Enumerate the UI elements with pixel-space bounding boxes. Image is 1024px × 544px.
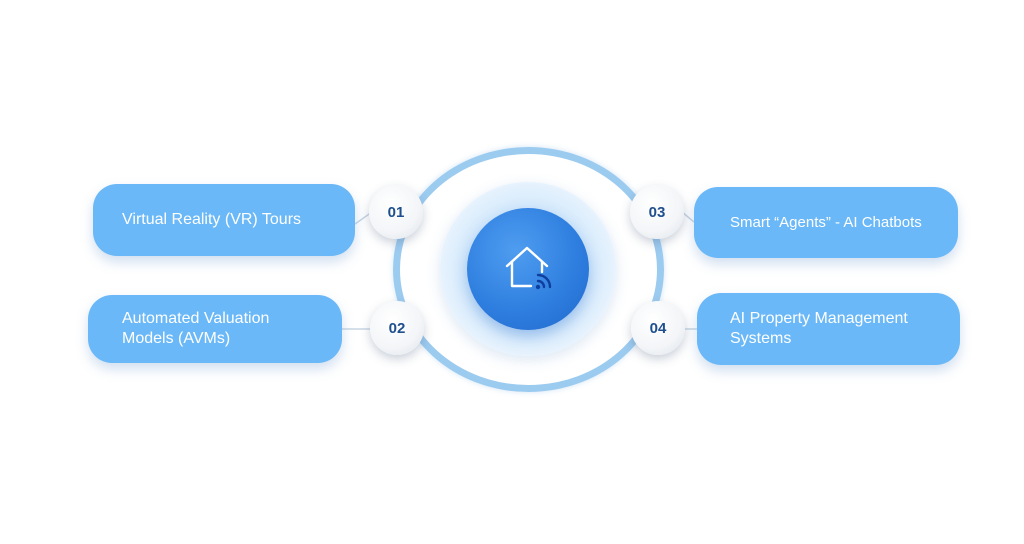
item-label-03: Smart “Agents” - AI Chatbots	[730, 213, 922, 231]
outer-ring	[393, 147, 664, 392]
item-card-04: AI Property Management Systems	[697, 293, 960, 365]
connector-line-03	[681, 211, 695, 223]
center-hub	[467, 208, 589, 330]
item-card-02: Automated Valuation Models (AVMs)	[88, 295, 342, 363]
item-card-01: Virtual Reality (VR) Tours	[93, 184, 355, 256]
smart-home-icon	[505, 246, 552, 290]
item-card-03: Smart “Agents” - AI Chatbots	[694, 187, 958, 258]
item-number-badge-04: 04	[631, 301, 685, 355]
item-label-01: Virtual Reality (VR) Tours	[122, 211, 302, 228]
item-label-02: Automated Valuation Models (AVMs)	[122, 310, 270, 347]
item-number-badge-02: 02	[370, 301, 424, 355]
item-label-04: AI Property Management Systems	[730, 310, 908, 347]
item-number-badge-01: 01	[369, 185, 423, 239]
item-number-badge-03: 03	[630, 185, 684, 239]
